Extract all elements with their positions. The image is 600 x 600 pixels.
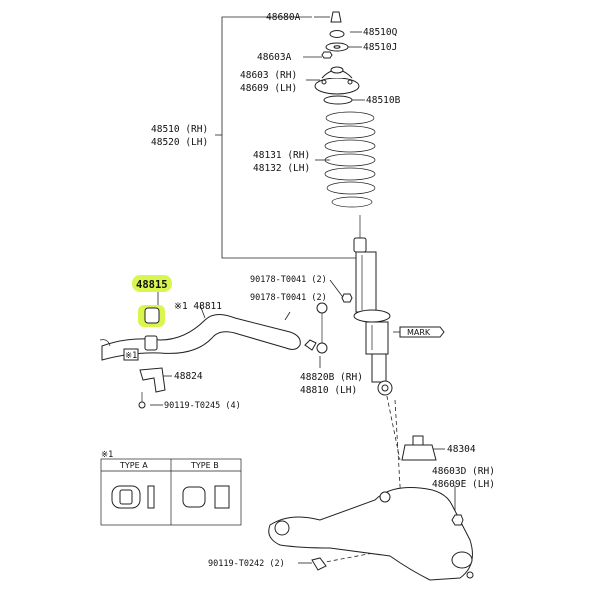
label-48810-lh: 48810 (LH) [300, 385, 357, 396]
inset-type-a: TYPE A [119, 461, 148, 470]
bolt-90119-t0242 [311, 557, 327, 571]
label-48815-highlight [132, 275, 172, 292]
label-90178-t0041-a: 90178-T0041 (2) [250, 275, 327, 285]
cap-48680a [330, 11, 342, 23]
label-48510b: 48510B [366, 95, 401, 106]
type-b-bushing-icon [182, 486, 206, 508]
nut-48603a [321, 51, 333, 59]
bushing-48815-highlight [132, 275, 172, 327]
part-labels: 48680A 48510Q 48510J 48603A 48603 (RH) 4… [125, 12, 495, 569]
label-48815: 48815 [136, 279, 168, 291]
label-48510q: 48510Q [363, 27, 398, 38]
stabilizer-bar-48811 [99, 314, 301, 409]
stabilizer-link-48820b [304, 293, 353, 354]
inset-type-b: TYPE B [190, 461, 219, 470]
label-mark: MARK [407, 328, 431, 337]
label-48811: ※1 48811 [174, 301, 222, 312]
label-48131-rh: 48131 (RH) [253, 150, 310, 161]
label-48603-rh: 48603 (RH) [240, 70, 297, 81]
leader-lines [150, 16, 456, 564]
strut-mount-48603 [314, 77, 360, 95]
strut-top-parts [314, 11, 360, 105]
bound-stopper-48304 [401, 444, 437, 461]
shock-absorber-48510 [353, 215, 445, 396]
coil-spring-48131 [324, 111, 376, 208]
label-90178-t0041-b: 90178-T0041 (2) [250, 293, 327, 303]
mark-1-box [123, 348, 139, 361]
label-48304: 48304 [447, 444, 476, 455]
label-48603a: 48603A [257, 52, 292, 63]
label-48510-rh: 48510 (RH) [151, 124, 208, 135]
label-90119-t0242: 90119-T0242 (2) [208, 559, 285, 569]
label-48820b-rh: 48820B (RH) [300, 372, 363, 383]
mark-tag [399, 326, 445, 338]
bushing-type-inset: ※1 TYPE A TYPE B [100, 450, 242, 526]
label-48510j: 48510J [363, 42, 397, 53]
label-48520-lh: 48520 (LH) [151, 137, 208, 148]
label-48680a: 48680A [266, 12, 301, 23]
bracket-48824 [139, 367, 166, 393]
bolt-90119-t0245 [138, 401, 146, 409]
label-48603d-rh: 48603D (RH) [432, 466, 495, 477]
nut-48510q [329, 30, 345, 38]
bushing-48815 [144, 307, 160, 324]
lower-arm [268, 435, 474, 581]
label-48132-lh: 48132 (LH) [253, 163, 310, 174]
label-90119-t0245: 90119-T0245 (4) [164, 401, 241, 411]
label-48609-lh: 48609 (LH) [240, 83, 297, 94]
bearing-48510b [323, 95, 353, 105]
label-48609e-lh: 48609E (LH) [432, 479, 495, 490]
inset-note: ※1 [101, 450, 113, 460]
label-48824: 48824 [174, 371, 203, 382]
label-mark-1: ※1 [125, 351, 137, 361]
